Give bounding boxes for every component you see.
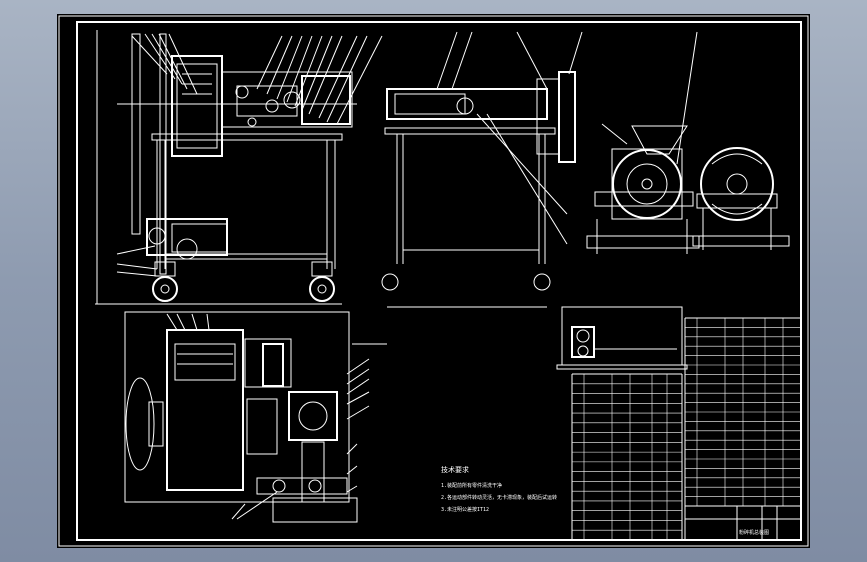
cad-drawing-canvas[interactable]: 技术要求 1.装配前所有零件清洗干净 2.各运动部件转动灵活，无卡滞现象，装配后… bbox=[57, 14, 810, 548]
notes-title: 技术要求 bbox=[441, 465, 469, 474]
notes-line-2: 2.各运动部件转动灵活，无卡滞现象，装配后试运转 bbox=[441, 494, 557, 501]
notes-line-1: 1.装配前所有零件清洗干净 bbox=[441, 482, 502, 489]
drawing-border-inner bbox=[76, 21, 802, 541]
technical-notes-block: 技术要求 1.装配前所有零件清洗干净 2.各运动部件转动灵活，无卡滞现象，装配后… bbox=[441, 465, 557, 513]
parts-list-table bbox=[571, 317, 802, 541]
top-view-machine bbox=[124, 311, 387, 523]
detail-view-motor-mount bbox=[556, 306, 688, 370]
drawing-border-outer bbox=[58, 15, 809, 547]
title-block-label: 粉碎机总装图 bbox=[739, 529, 769, 536]
cad-drawing-sheet: 技术要求 1.装配前所有零件清洗干净 2.各运动部件转动灵活，无卡滞现象，装配后… bbox=[58, 15, 809, 547]
front-view-machine-on-cart bbox=[95, 30, 383, 305]
side-view-machine-on-cart bbox=[381, 31, 583, 308]
notes-line-3: 3.未注明公差按IT12 bbox=[441, 506, 489, 513]
section-view-rotor bbox=[692, 147, 790, 250]
title-block: 粉碎机总装图 bbox=[684, 505, 802, 541]
section-view-crusher-housing bbox=[586, 31, 700, 254]
